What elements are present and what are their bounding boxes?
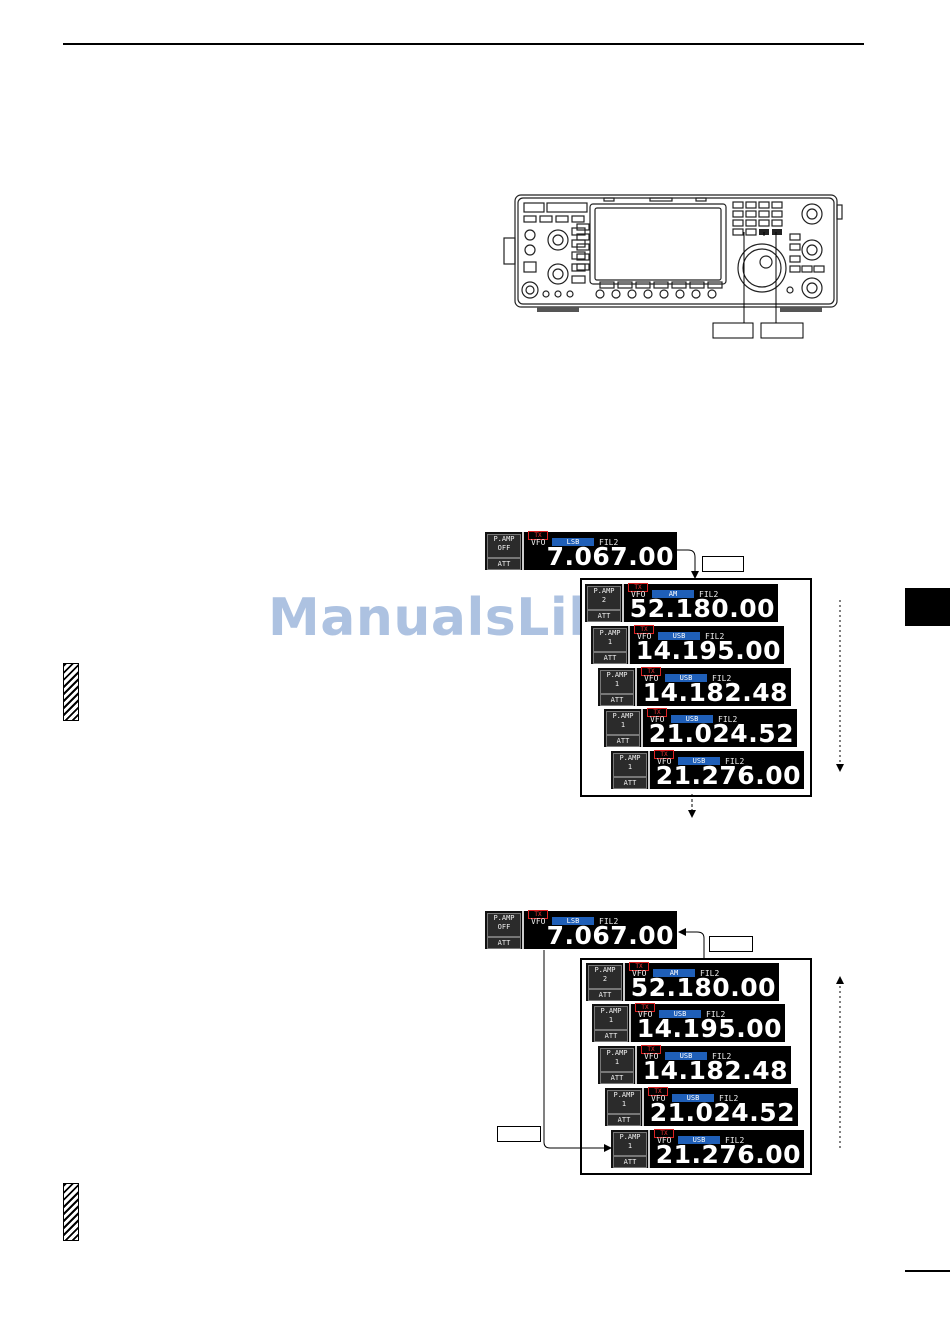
callout-key-right xyxy=(760,322,804,339)
frequency-readout: 14.195.00 xyxy=(636,1014,782,1043)
note-marker xyxy=(63,663,79,721)
transceiver-illustration xyxy=(503,194,843,339)
key-label-box xyxy=(497,1126,541,1142)
frequency-readout: 14.182.48 xyxy=(642,1056,788,1085)
bottom-diagram-arrows xyxy=(543,928,844,1152)
frequency-readout: 21.024.52 xyxy=(648,719,794,748)
header-rule xyxy=(63,43,864,45)
key-label-box xyxy=(709,936,753,952)
section-tab xyxy=(905,588,950,626)
frequency-readout: 52.180.00 xyxy=(630,973,776,1002)
top-diagram-arrows xyxy=(677,549,844,818)
frequency-readout: 14.182.48 xyxy=(642,678,788,707)
callout-key-left xyxy=(712,322,754,339)
frequency-readout: 7.067.00 xyxy=(546,921,674,950)
frequency-readout: 52.180.00 xyxy=(629,594,775,623)
frequency-readout: 21.276.00 xyxy=(655,761,801,790)
note-marker xyxy=(63,1183,79,1241)
key-label-box xyxy=(702,556,744,572)
frequency-readout: 7.067.00 xyxy=(546,542,674,571)
frequency-readout: 14.195.00 xyxy=(635,636,781,665)
frequency-readout: 21.276.00 xyxy=(655,1140,801,1169)
frequency-readout: 21.024.52 xyxy=(649,1098,795,1127)
page-number-rule xyxy=(905,1270,950,1272)
